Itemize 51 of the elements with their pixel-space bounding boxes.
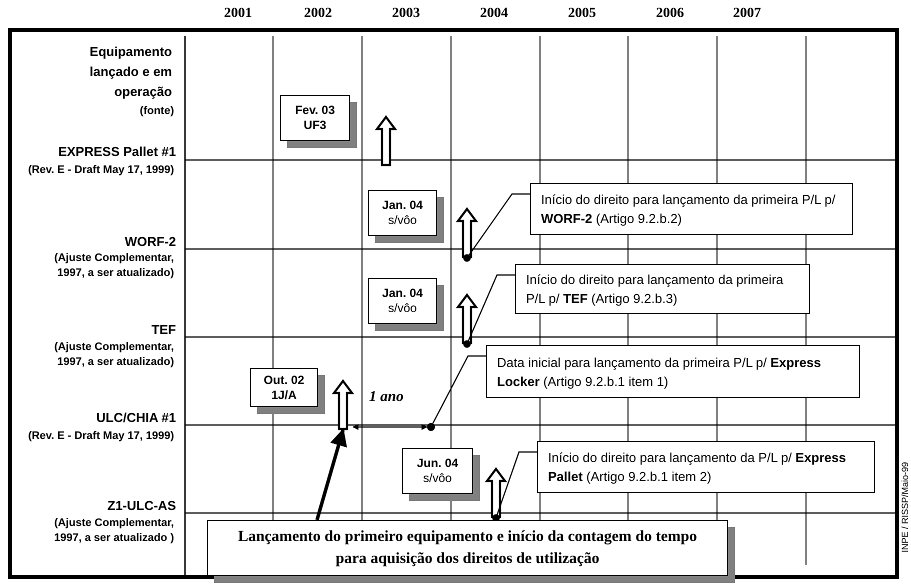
- callout-box: [515, 264, 810, 314]
- row-note: (Ajuste Complementar, 1997, a ser atualizado): [53, 340, 174, 370]
- mission-text: 1J/A: [271, 388, 297, 402]
- callout-box: [537, 441, 875, 493]
- callout-text: Início do direito para lançamento da primeira P/L p/ WORF-2 (Artigo 9.2.b.2): [541, 191, 836, 228]
- source-note: INPE / RISSP/Maio-99: [900, 462, 910, 553]
- callout-box: [486, 345, 860, 398]
- callout-text: Data inicial para lançamento da primeira P/L p/ Express Locker (Artigo 9.2.b.1 item 1): [497, 354, 822, 390]
- row-note: (Ajuste Complementar, 1997, a ser atualizado ): [53, 516, 174, 546]
- date-text: Jan. 04: [382, 286, 423, 301]
- row-heading: Equipamento lançado e em operação: [88, 43, 172, 101]
- arrow: [315, 428, 348, 520]
- year-label: 2007: [732, 6, 762, 22]
- row-note: (Rev. E - Draft May 17, 1999): [27, 429, 174, 444]
- double-arrow: [352, 424, 428, 430]
- leader-line: [432, 355, 486, 424]
- row-heading: EXPRESS Pallet #1: [57, 144, 176, 159]
- row-heading: WORF-2: [124, 234, 176, 249]
- date-text: Jan. 04: [382, 198, 423, 213]
- mission-text: s/vôo: [388, 301, 417, 316]
- leader-line: [492, 451, 537, 522]
- dot-marker: [427, 423, 435, 431]
- leader-line: [463, 274, 515, 348]
- up-arrow-icon: [486, 468, 506, 518]
- up-arrow-icon: [457, 294, 477, 344]
- row-note: (Rev. E - Draft May 17, 1999): [27, 163, 174, 178]
- mission-text: s/vôo: [423, 471, 452, 486]
- leader-line: [463, 193, 530, 262]
- year-label: 2001: [223, 6, 253, 22]
- date-text: Jun. 04: [416, 456, 458, 471]
- date-text: Fev. 03: [295, 103, 335, 118]
- year-label: 2002: [303, 6, 333, 22]
- callout-text: Início do direito para lançamento da primeira P/L p/ TEF (Artigo 9.2.b.3): [526, 271, 784, 308]
- row-note: (fonte): [138, 104, 174, 119]
- mission-text: UF3: [304, 118, 326, 133]
- mission-text: s/vôo: [388, 213, 417, 228]
- row-heading: ULC/CHIA #1: [95, 410, 176, 425]
- year-label: 2006: [655, 6, 685, 22]
- note-text: Lançamento do primeiro equipamento e início da contagem do tempo para aquisição dos direitos de utilização: [236, 527, 698, 569]
- date-text: Out. 02: [264, 372, 304, 388]
- year-label: 2004: [479, 6, 509, 22]
- up-arrow-icon: [457, 208, 477, 258]
- callout-box: [530, 183, 853, 235]
- row-note: (Ajuste Complementar, 1997, a ser atualizado): [53, 251, 174, 281]
- up-arrow-icon: [333, 380, 353, 430]
- callout-text: Início do direito para lançamento da P/L p/ Express Pallet (Artigo 9.2.b.1 item 2): [548, 449, 847, 486]
- year-label: 2005: [567, 6, 597, 22]
- row-heading: TEF: [150, 322, 176, 337]
- row-heading: Z1-ULC-AS: [106, 498, 176, 513]
- up-arrow-icon: [376, 116, 396, 166]
- year-label: 2003: [391, 6, 421, 22]
